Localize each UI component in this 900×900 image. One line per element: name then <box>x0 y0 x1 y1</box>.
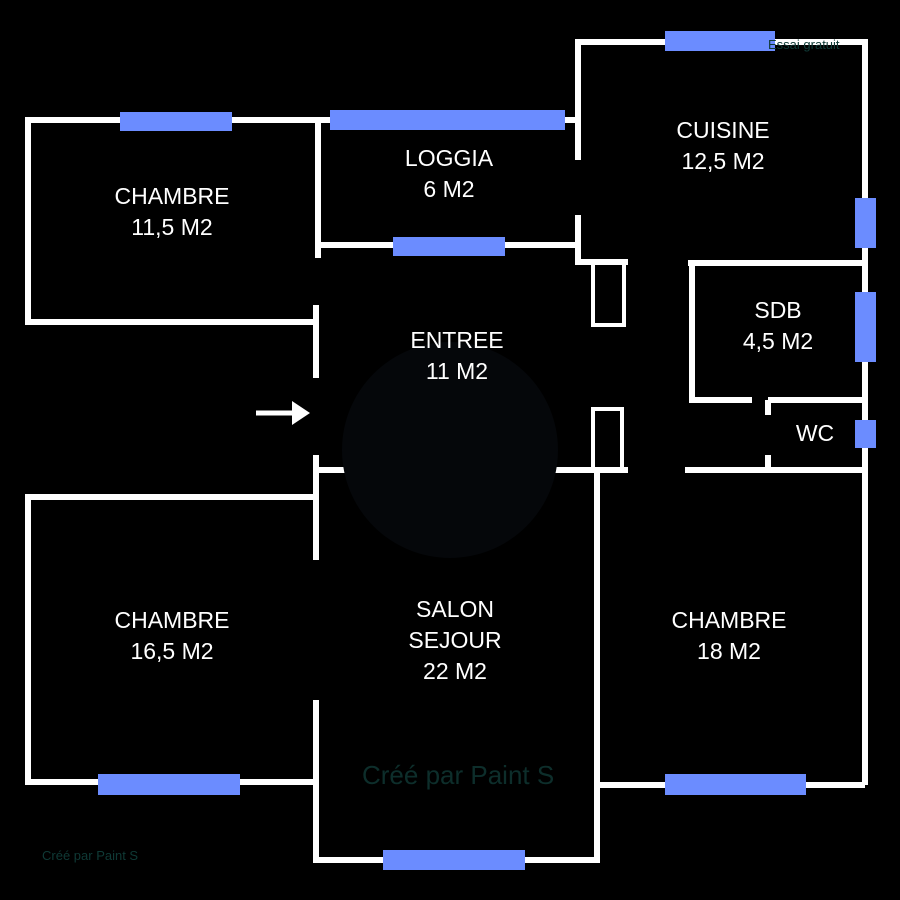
wall <box>25 117 316 325</box>
window <box>383 850 525 870</box>
window <box>330 110 565 130</box>
cupboard <box>591 261 626 327</box>
window <box>393 237 505 256</box>
cupboard <box>591 407 624 472</box>
window <box>665 774 806 795</box>
entrance-arrow-icon <box>256 401 310 425</box>
watermark-center: Créé par Paint S <box>362 760 555 790</box>
windows <box>98 31 876 870</box>
watermark-bottom-left: Créé par Paint S <box>42 848 139 863</box>
window <box>665 31 775 51</box>
window <box>120 112 232 131</box>
watermark-logo <box>342 342 558 558</box>
window <box>855 198 876 248</box>
room-wc: WC <box>795 420 835 446</box>
wall <box>689 263 752 403</box>
window <box>98 774 240 795</box>
window <box>855 292 876 362</box>
wall <box>575 215 628 265</box>
watermark-top-right: Essai gratuit <box>768 37 840 52</box>
window <box>855 420 876 448</box>
